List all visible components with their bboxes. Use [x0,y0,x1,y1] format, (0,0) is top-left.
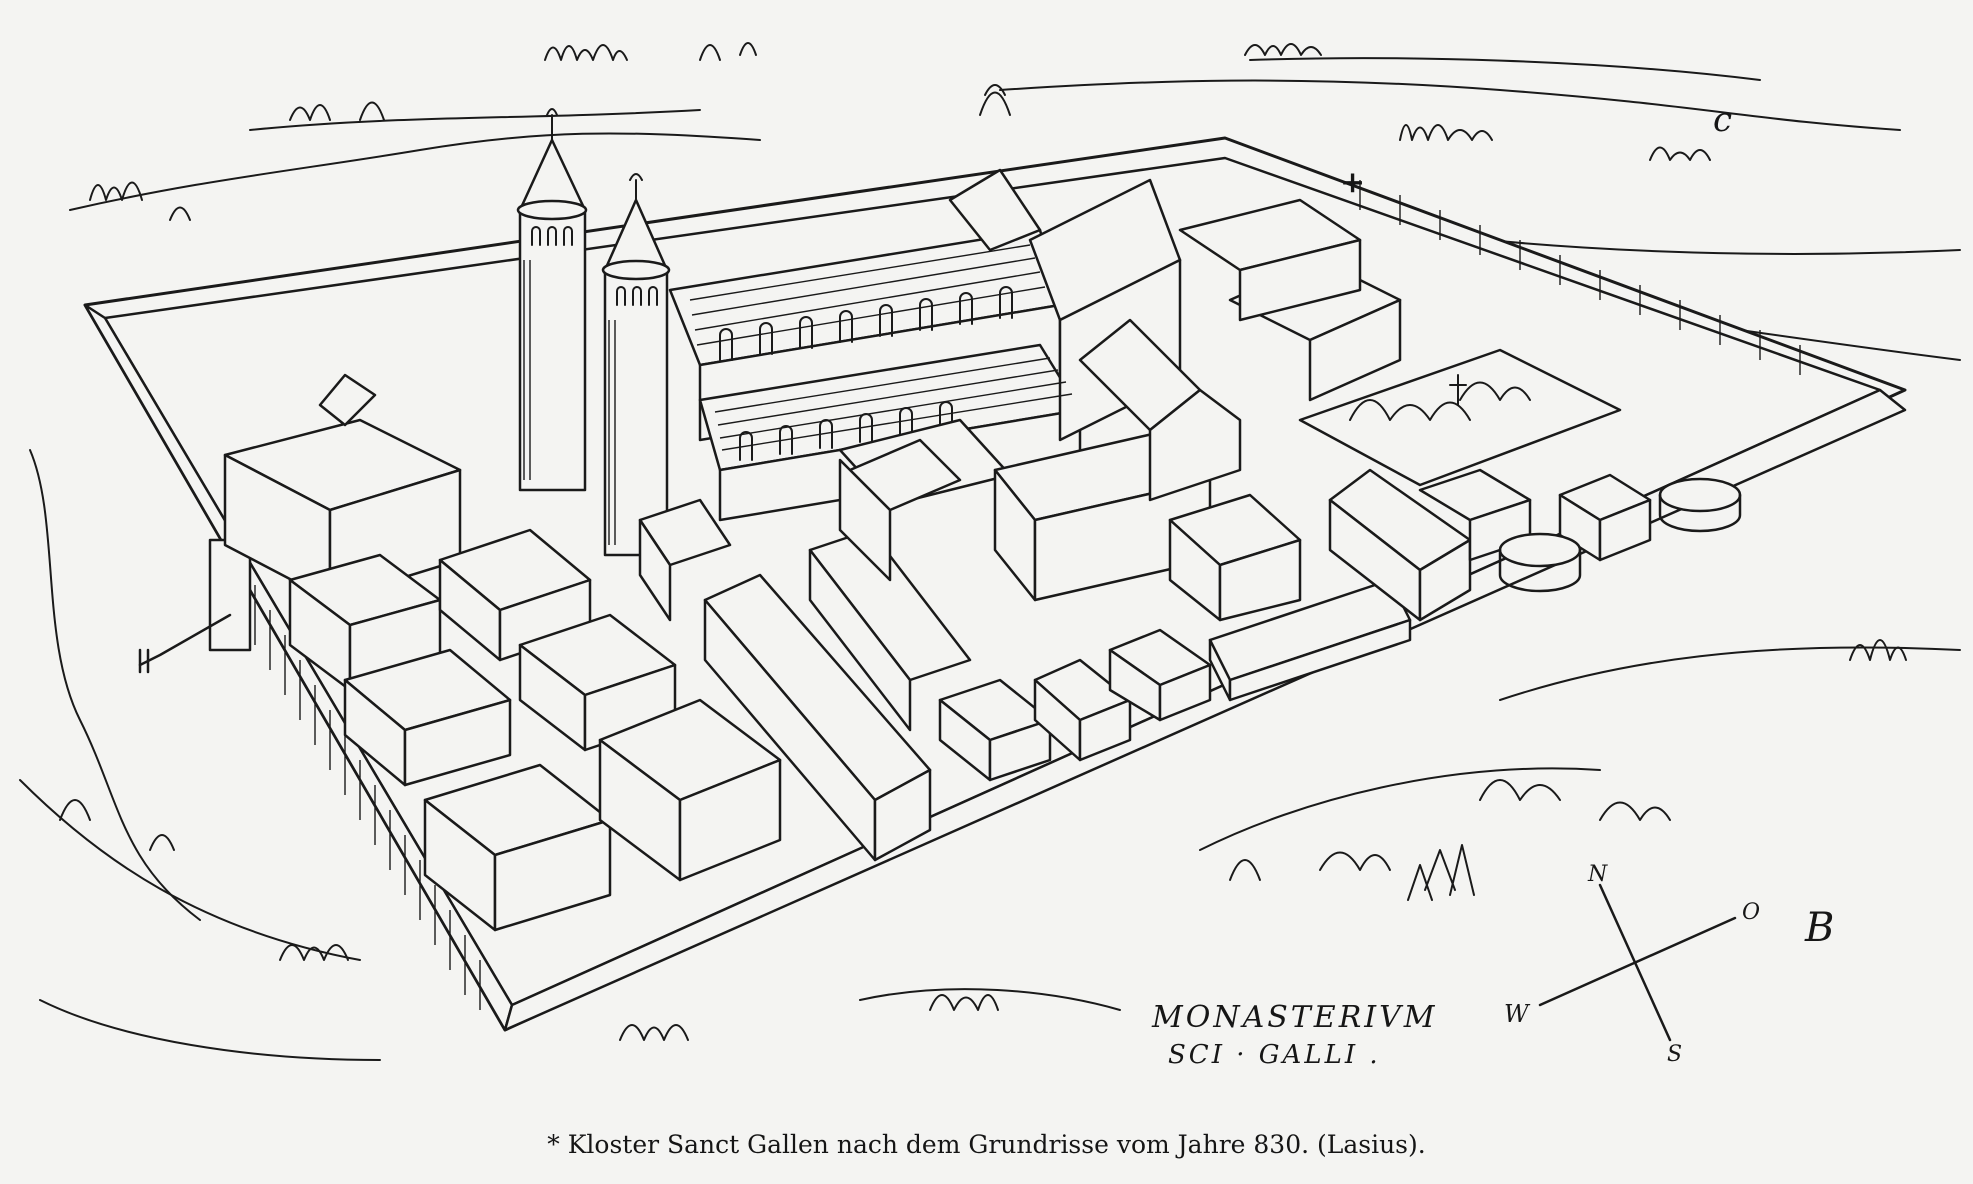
building-g [638,498,732,622]
building-c [423,763,612,932]
margin-mark-top-right: c [1713,100,1733,140]
monastery-engraving [19,42,1961,1061]
compass-south-label: S [1667,1042,1683,1067]
corner-mark-b: B [1805,905,1835,951]
landscape-trees [59,42,1907,1041]
building-i [938,678,1052,782]
monastery-buildings [223,198,1742,932]
building-j [1033,658,1132,762]
round-enclosure-1 [1498,532,1582,593]
wall-cross-mark: + [1340,165,1366,200]
building-guest-house [223,373,462,602]
compass-west-label: W [1504,1000,1529,1028]
building-f [598,698,782,882]
compass-east-label: O [1742,900,1761,925]
compass [1538,883,1737,1042]
building-e [518,613,677,752]
garden-enclosure [1298,348,1622,487]
building-k [1108,628,1212,722]
building-m [1078,318,1242,502]
round-enclosure-2 [1658,477,1742,533]
building-n [1168,493,1302,622]
building-b [343,648,512,787]
building-d [438,528,592,662]
west-towers [516,108,671,557]
compass-north-label: N [1588,862,1608,887]
figure-caption: * Kloster Sanct Gallen nach dem Grundris… [547,1130,1426,1159]
building-q [1558,473,1652,562]
building-cloister [838,418,1012,582]
inscription-sci-galli: SCI · GALLI . [1168,1040,1381,1070]
inscription-monasterium: MONASTERIVM [1152,1000,1438,1035]
building-l [1208,578,1412,702]
entrance-gate [138,538,252,674]
building-s [1178,198,1362,322]
building-long-barn [703,573,932,862]
roof-hatching [689,244,1073,451]
